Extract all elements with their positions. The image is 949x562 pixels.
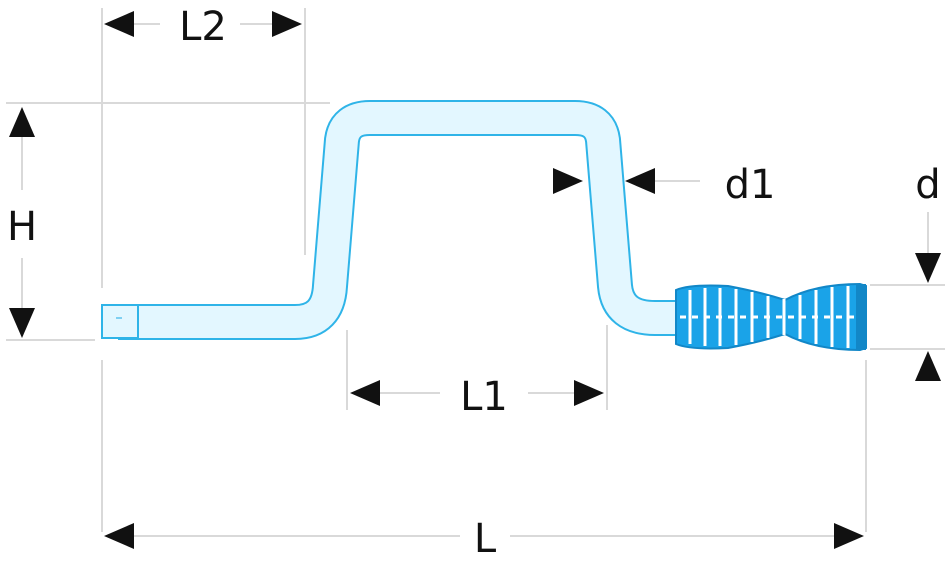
label-l: L (474, 516, 497, 562)
arrow-l2-left (104, 11, 134, 37)
arrow-l-right (834, 523, 864, 549)
arrows (9, 11, 941, 549)
label-d1: d1 (725, 162, 776, 208)
arrow-l2-right (272, 11, 302, 37)
label-l1: L1 (460, 374, 508, 420)
arrow-l1-right (574, 380, 604, 406)
grip-end-cap (856, 284, 866, 350)
dimension-lines (21, 23, 836, 537)
arrow-h-up (9, 107, 35, 137)
label-d: d (915, 162, 940, 208)
square-drive-end (101, 304, 139, 339)
arrow-l1-left (350, 380, 380, 406)
crank-wrench (101, 100, 690, 340)
arrow-h-down (9, 308, 35, 338)
label-l2: L2 (179, 4, 227, 50)
arrow-d-up (915, 351, 941, 381)
extension-lines (6, 8, 945, 532)
arrow-d1-left (625, 168, 655, 194)
handle-grip (675, 282, 867, 352)
arrow-d1-right (553, 168, 583, 194)
arrow-l-left (104, 523, 134, 549)
wrench-rod-fill (118, 102, 690, 338)
label-h: H (7, 204, 37, 250)
arrow-d-down (915, 253, 941, 283)
